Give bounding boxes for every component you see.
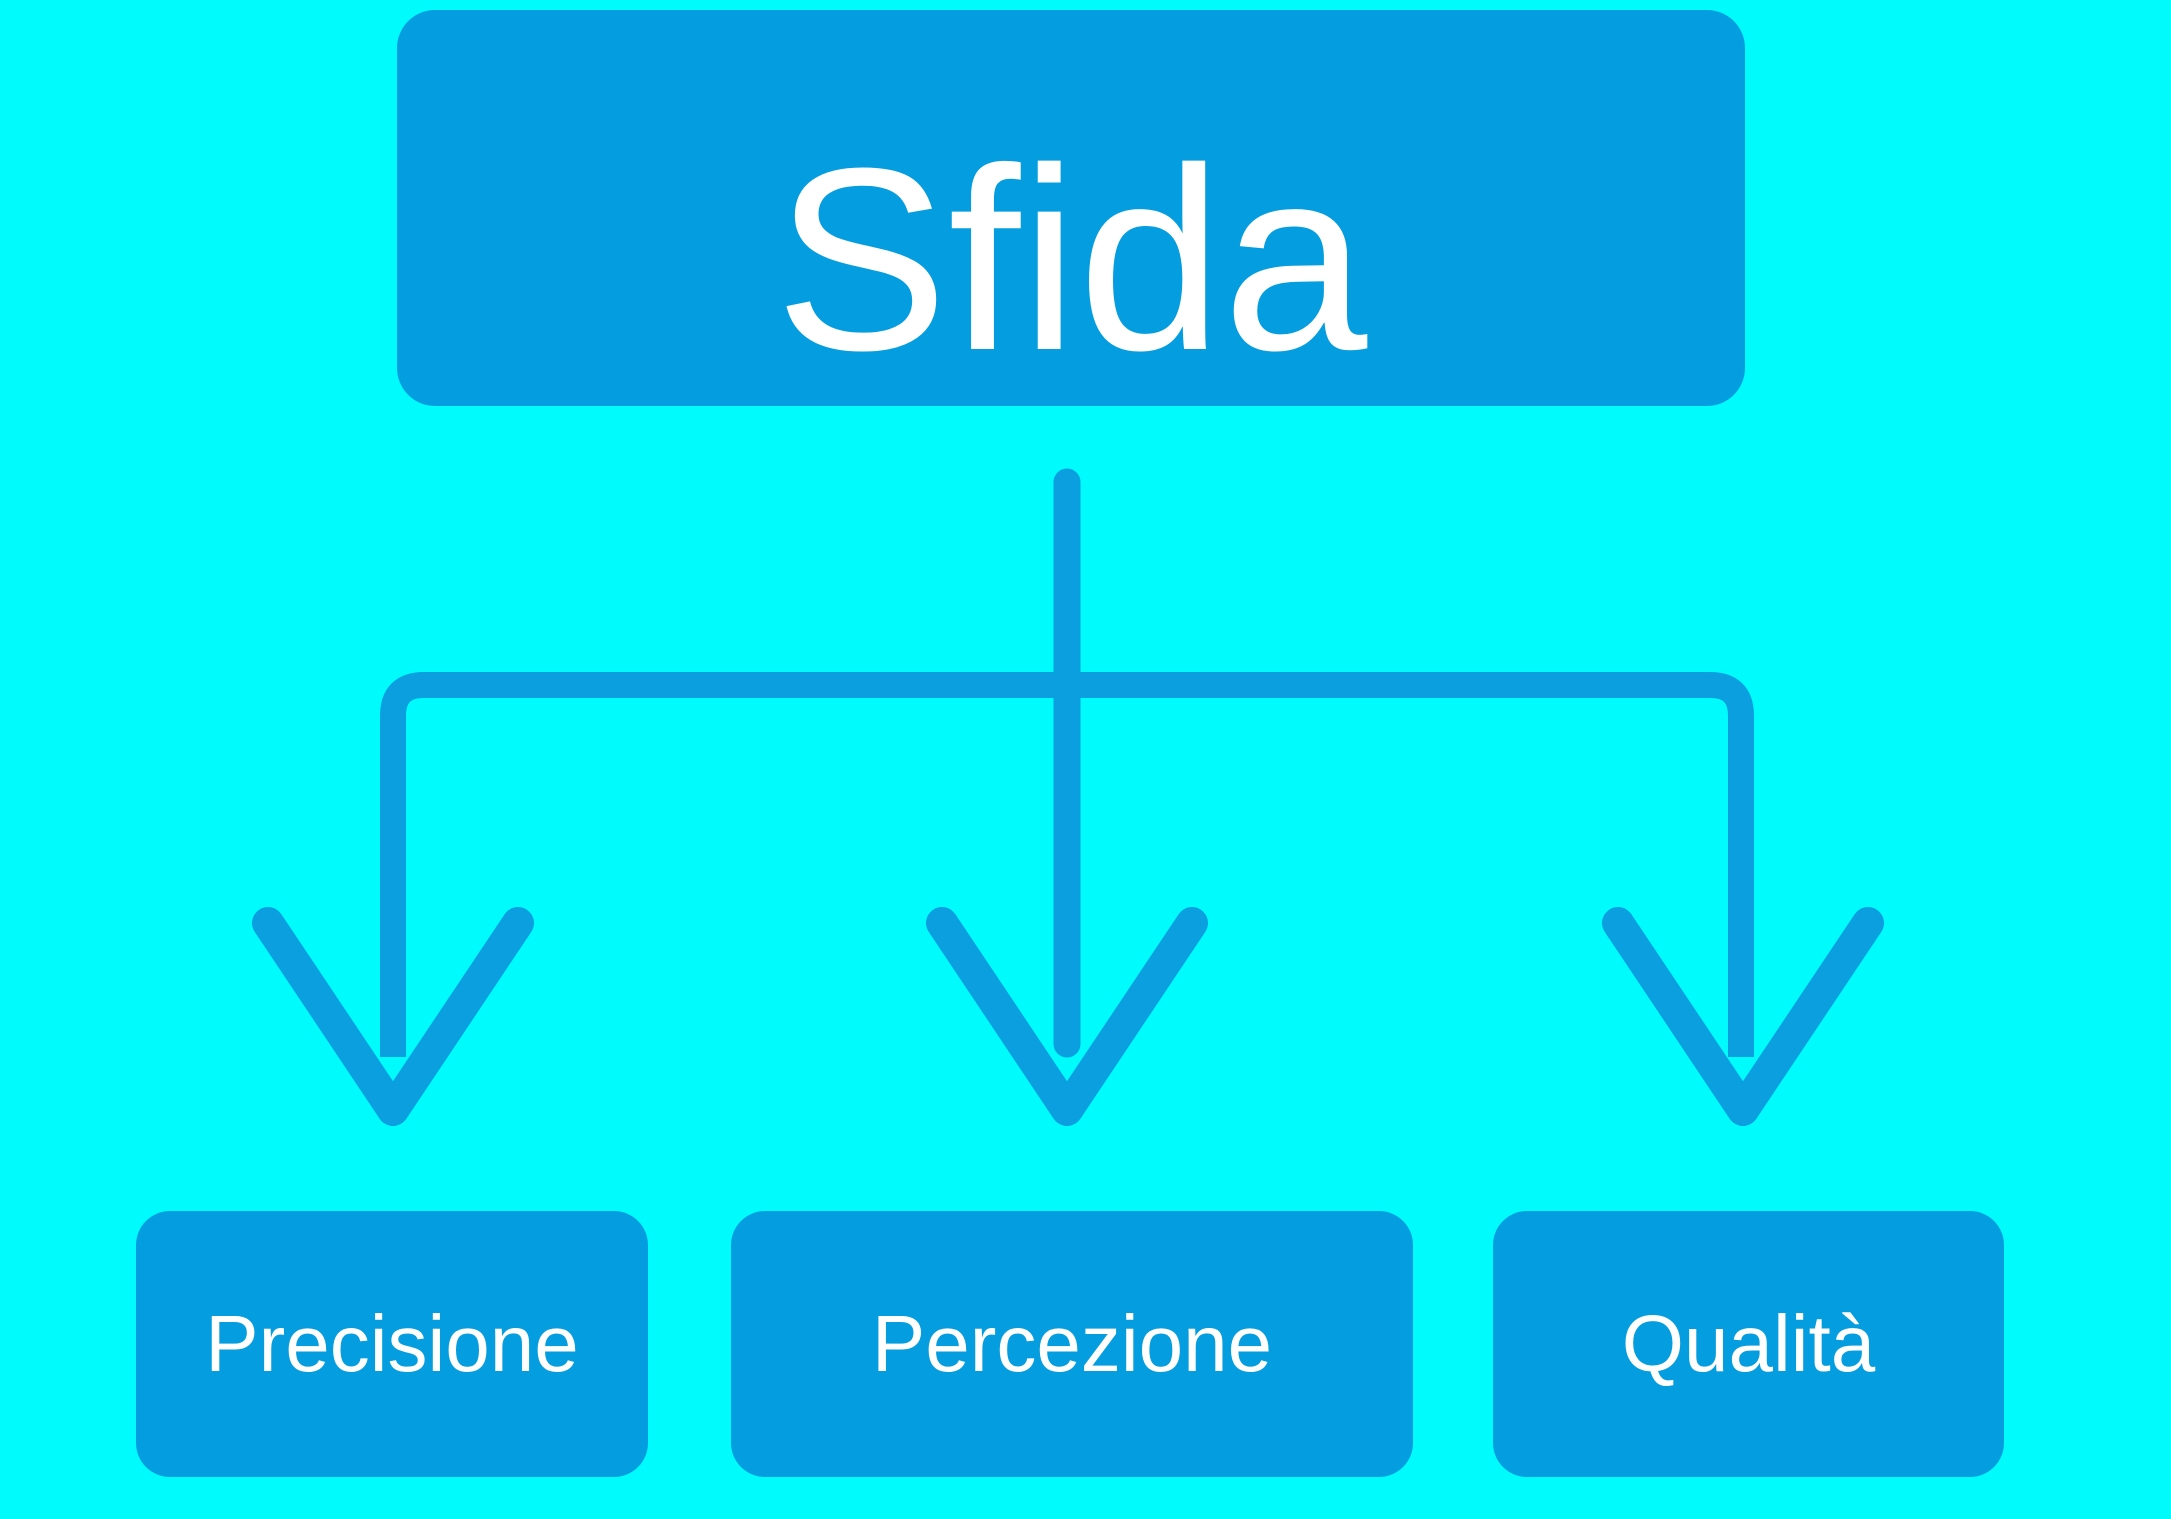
arrowhead-left-icon [252,907,534,1126]
node-precisione-label: Precisione [205,1299,579,1388]
branch-rail-line [380,672,1754,1057]
node-root-label: Sfida [774,115,1368,405]
node-percezione-label: Percezione [871,1299,1273,1388]
node-qualita: Qualità [1493,1211,2004,1477]
node-precisione: Precisione [136,1211,648,1477]
node-percezione: Percezione [731,1211,1413,1477]
arrowhead-right-icon [1602,907,1884,1126]
node-root-sfida: Sfida [397,10,1745,406]
node-qualita-label: Qualità [1621,1299,1876,1388]
arrowhead-middle-icon [926,907,1208,1126]
